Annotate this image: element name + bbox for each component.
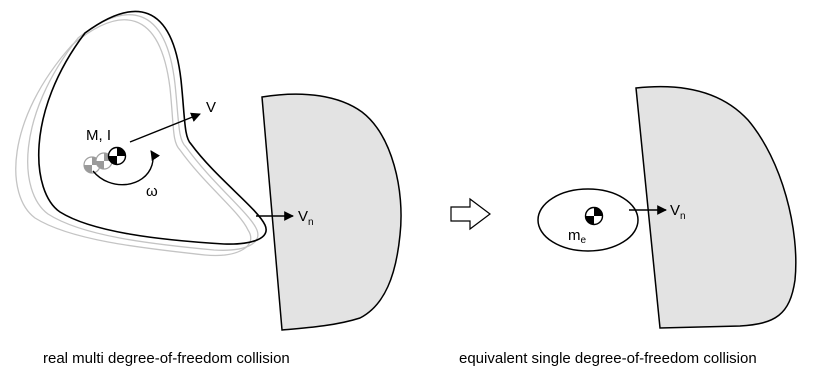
left-figure: M, I V ω Vn real multi degree-of-freedom… [15,10,402,367]
normal-velocity-label: Vn [298,208,314,228]
mass-inertia-label: M, I [86,127,111,144]
ghost-body-outline-2 [15,19,252,257]
right-figure: me Vn equivalent single degree-of-freedo… [459,85,797,367]
hollow-right-arrow-icon [450,197,491,231]
ghost-body-outline-1 [27,14,259,251]
right-caption: equivalent single degree-of-freedom coll… [459,350,757,367]
velocity-label: V [206,99,216,116]
body-outline [37,10,267,245]
center-of-mass-icon [107,146,127,166]
rotation-arrow [92,150,160,186]
equivalent-mass-label: me [568,227,587,246]
left-caption: real multi degree-of-freedom collision [43,350,290,367]
right-wall [635,85,797,329]
left-wall [261,93,402,331]
equivalent-normal-velocity-label: Vn [670,202,686,222]
equivalent-mass-icon [584,206,604,226]
angular-velocity-label: ω [146,183,158,200]
velocity-arrow [129,112,201,143]
